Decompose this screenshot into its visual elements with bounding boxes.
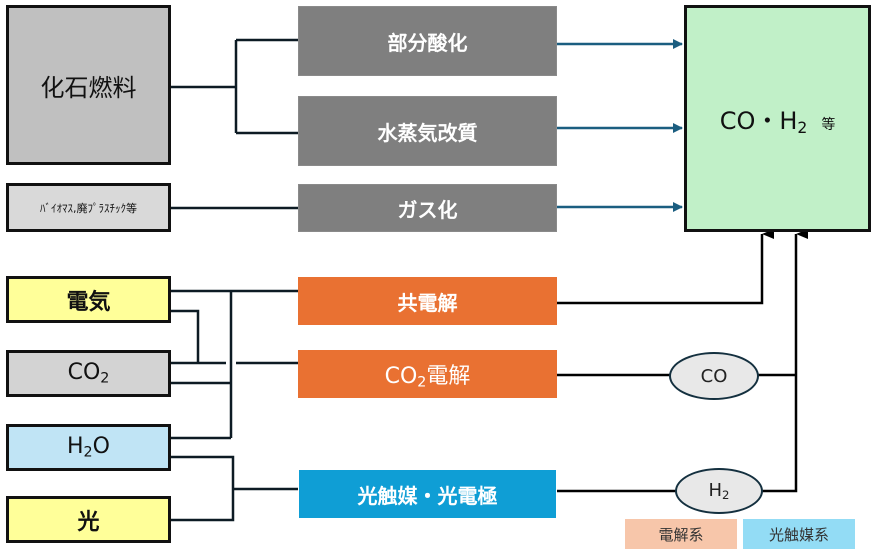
process-steam-reforming: 水蒸気改質 (298, 96, 557, 166)
line-electricity-to-co2 (170, 309, 200, 363)
gasification-label: ガス化 (397, 197, 458, 222)
line-h2o-to-photo (170, 455, 235, 522)
electricity-label: 電気 (66, 289, 111, 315)
legend-photocatalyst-label: 光触媒系 (768, 525, 829, 544)
arrow-h2-collector-to-product (762, 229, 808, 493)
co2-main: CO (67, 360, 101, 386)
source-electricity: 電気 (6, 276, 171, 323)
h2o-label: H2O (67, 434, 110, 461)
light-label: 光 (77, 509, 100, 535)
steam-reforming-label: 水蒸気改質 (377, 120, 478, 145)
co2-electrolysis-post: 電解 (426, 363, 471, 389)
process-gasification: ガス化 (298, 184, 557, 232)
biomass-label: ﾊﾞｲｵﾏｽ,廃ﾌﾟﾗｽﾁｯｸ等 (40, 201, 137, 215)
photocatalyst-label: 光触媒・光電極 (357, 483, 498, 508)
product-suffix: 等 (821, 116, 836, 133)
source-h2o: H2O (6, 424, 171, 471)
h2-sub: 2 (722, 487, 730, 502)
co-label: CO (700, 365, 728, 387)
source-co2: CO2 (6, 350, 171, 397)
co2-label: CO2 (68, 360, 110, 387)
co2-electrolysis-label: CO2電解 (385, 358, 471, 391)
partial-oxidation-label: 部分酸化 (387, 30, 468, 55)
source-biomass: ﾊﾞｲｵﾏｽ,廃ﾌﾟﾗｽﾁｯｸ等 (6, 183, 171, 232)
product-sub: 2 (797, 118, 808, 137)
process-co-electrolysis: 共電解 (298, 277, 557, 325)
h2-label: H2 (709, 480, 730, 502)
intermediate-h2: H2 (675, 468, 763, 514)
h2o-sub: 2 (83, 444, 93, 461)
co2-electrolysis-main: CO (384, 363, 418, 389)
intermediate-co: CO (669, 352, 759, 400)
legend-electrolysis: 電解系 (625, 519, 737, 549)
co2-electrolysis-sub: 2 (417, 374, 427, 391)
legend-electrolysis-label: 電解系 (658, 525, 704, 544)
legend-photocatalyst: 光触媒系 (743, 519, 855, 549)
process-partial-oxidation: 部分酸化 (298, 6, 557, 76)
source-light: 光 (6, 496, 171, 543)
process-photocatalyst: 光触媒・光電極 (299, 470, 556, 518)
h2-main: H (708, 480, 723, 502)
co-electrolysis-label: 共電解 (397, 290, 458, 315)
product-main: CO・H (719, 106, 798, 135)
process-co2-electrolysis: CO2電解 (298, 350, 557, 398)
arrow-co-electrolysis-to-product (557, 229, 774, 305)
fossil-fuel-label: 化石燃料 (40, 73, 137, 102)
h2o-pre: H (67, 434, 84, 460)
source-fossil-fuel: 化石燃料 (6, 5, 171, 165)
co2-sub: 2 (100, 370, 110, 387)
h2o-post: O (92, 434, 110, 460)
